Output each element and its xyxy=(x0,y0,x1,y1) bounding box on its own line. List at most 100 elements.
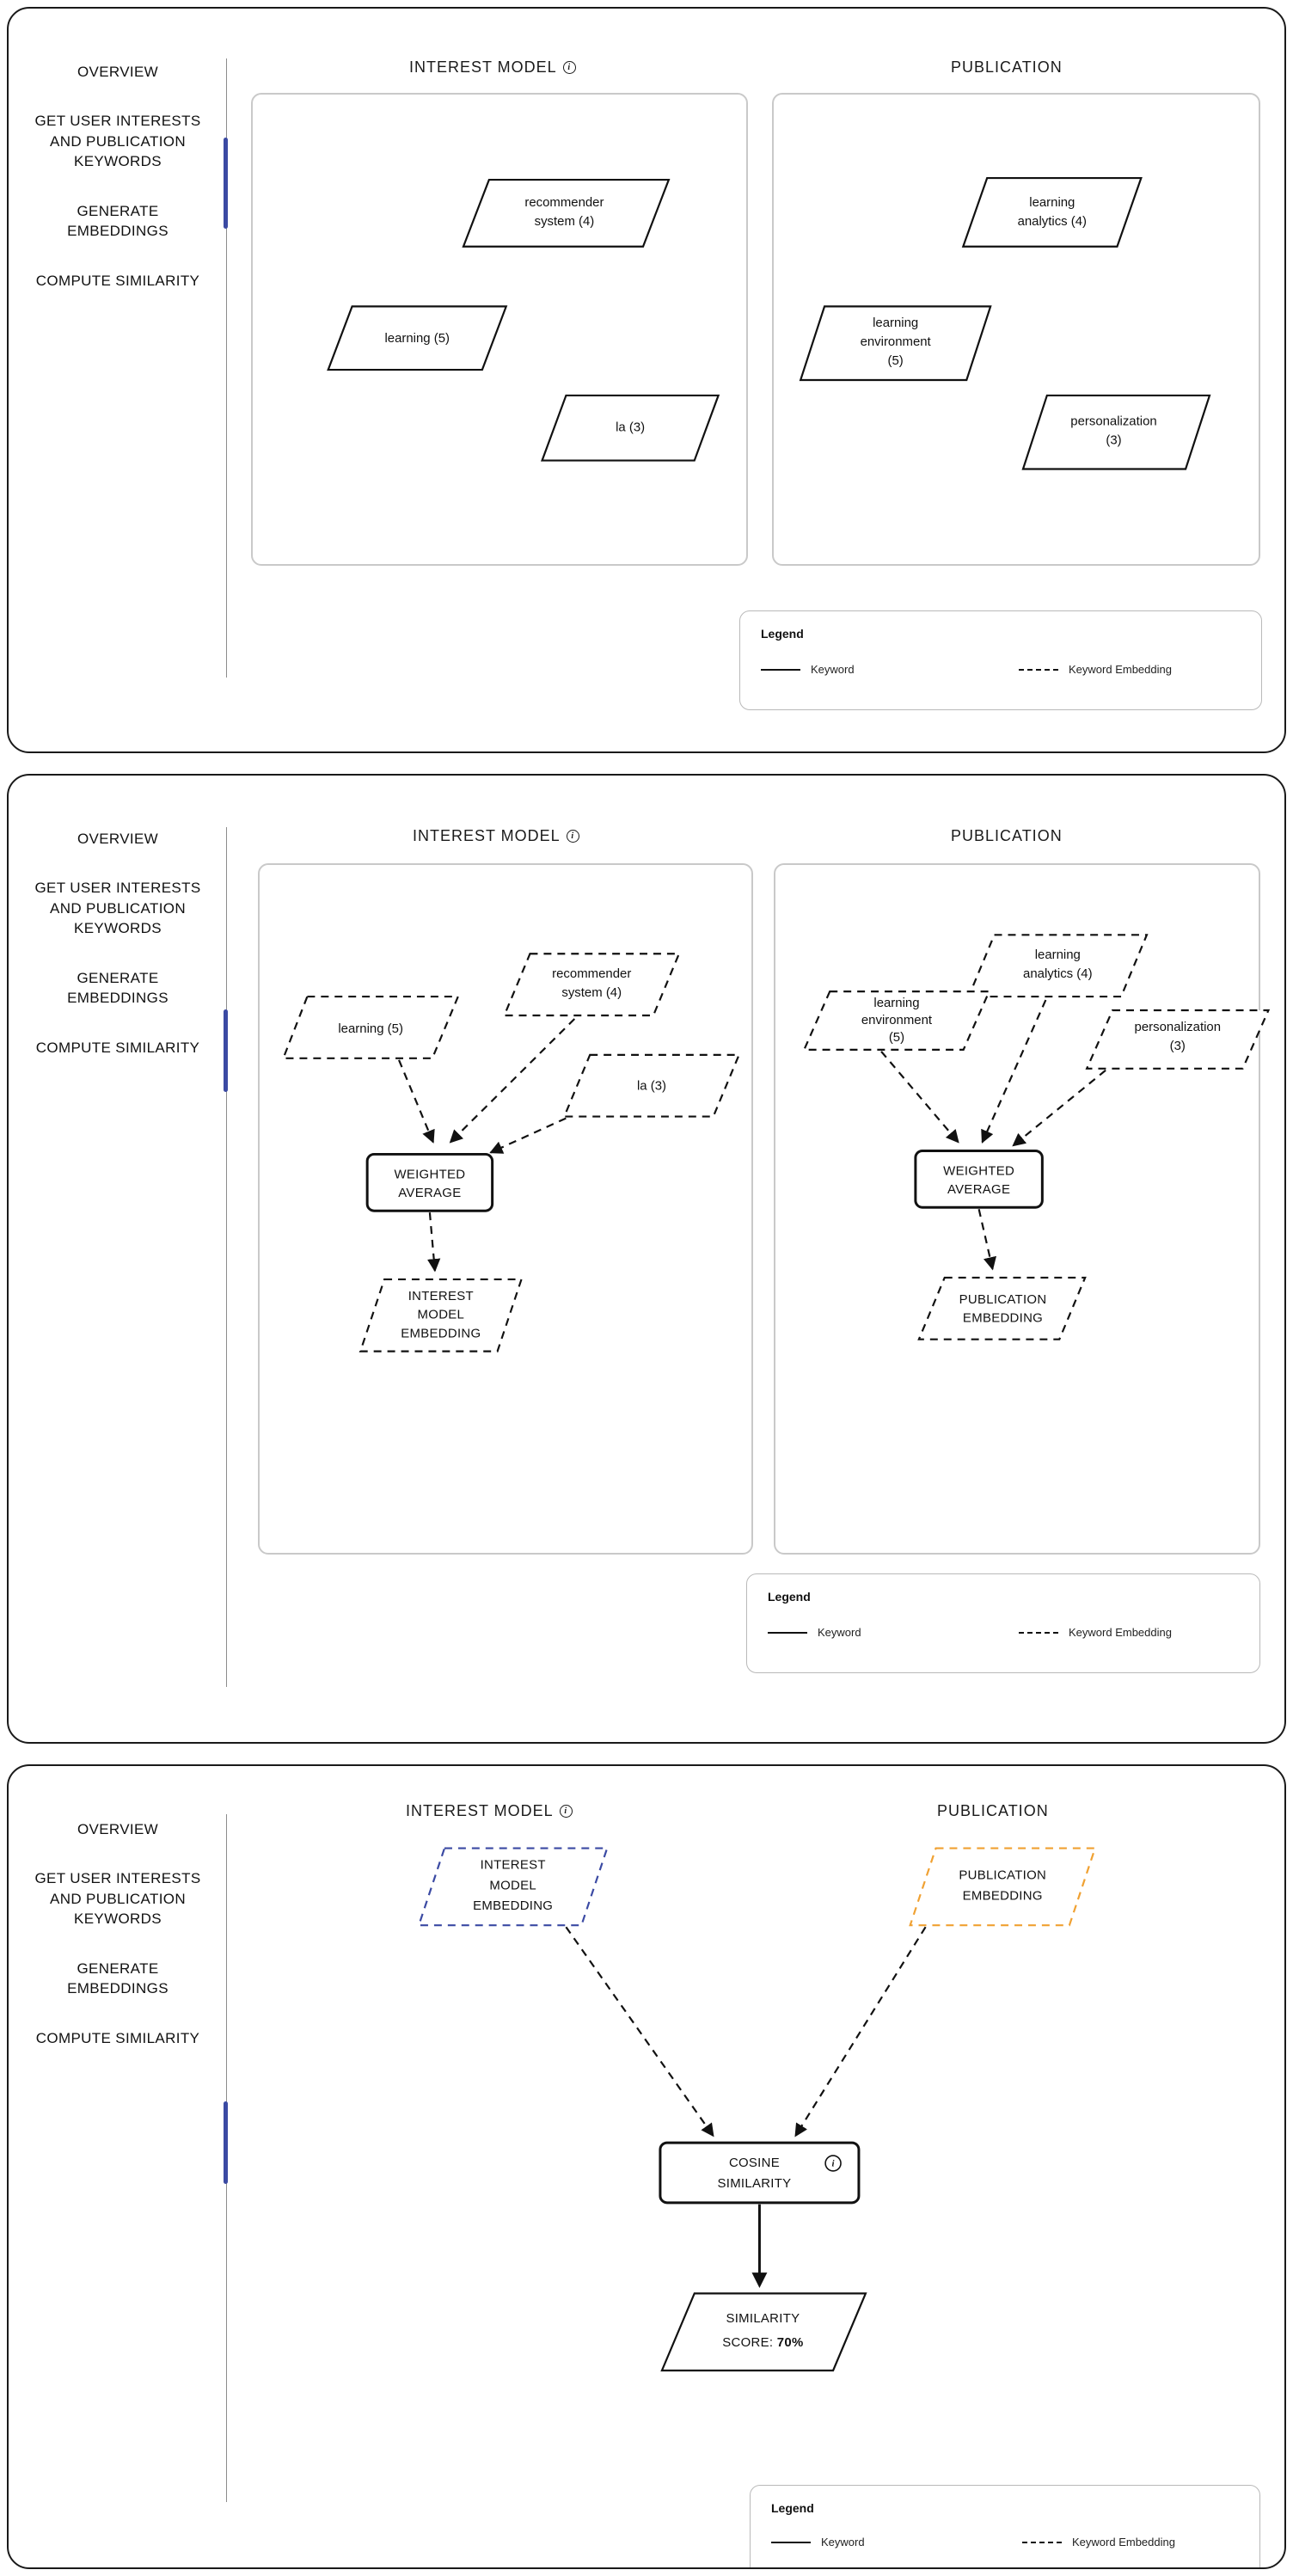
sidebar-item-generate-embeddings[interactable]: GENERATE EMBEDDINGS xyxy=(67,202,169,240)
keyword-label-line: (3) xyxy=(1106,433,1121,448)
embedding-node-publication[interactable]: PUBLICATION EMBEDDING xyxy=(909,1847,1097,1927)
diagram-canvas-3: INTEREST MODEL EMBEDDING PUBLICATION EMB… xyxy=(417,1847,1097,2372)
embedding-label-line: EMBEDDING xyxy=(963,1888,1043,1903)
process-node-cosine-similarity[interactable]: COSINE SIMILARITY i xyxy=(659,2141,861,2205)
info-icon[interactable]: i xyxy=(562,61,576,74)
dashed-line-swatch-icon xyxy=(1022,2541,1062,2543)
keyword-label-line: (3) xyxy=(1170,1039,1186,1053)
keyword-label-line: recommender xyxy=(524,195,604,210)
process-label-line: AVERAGE xyxy=(398,1186,461,1200)
process-node-weighted-average-interest[interactable]: WEIGHTED AVERAGE xyxy=(365,1152,494,1212)
publication-title: PUBLICATION xyxy=(951,58,1063,76)
keyword-label-line: analytics (4) xyxy=(1018,214,1087,229)
legend-entry-keyword-embedding: Keyword Embedding xyxy=(1019,663,1172,676)
result-node-similarity-score[interactable]: SIMILARITY SCORE: 70% xyxy=(660,2292,867,2372)
legend-label-keyword: Keyword xyxy=(818,1626,861,1639)
diagram-canvas-2: recommender system (4) learning (5) la (… xyxy=(281,934,1271,1352)
sidebar-item-compute-similarity[interactable]: COMPUTE SIMILARITY xyxy=(35,1039,200,1056)
sidebar-item-get-user-interests[interactable]: GET USER INTERESTS AND PUBLICATION KEYWO… xyxy=(34,1870,201,1928)
keyword-node-personalization[interactable]: personalization (3) xyxy=(1021,394,1211,470)
info-icon[interactable]: i xyxy=(559,1805,573,1818)
keyword-node-learning-environment[interactable]: learning environment (5) xyxy=(799,305,992,382)
legend-entry-keyword: Keyword xyxy=(768,1626,861,1639)
embedding-label-line: PUBLICATION xyxy=(959,1868,1046,1882)
keyword-label-line: la (3) xyxy=(616,420,645,435)
keyword-label-line: learning (5) xyxy=(338,1021,403,1036)
keyword-node-learning[interactable]: learning (5) xyxy=(327,305,508,371)
solid-line-swatch-icon xyxy=(771,2541,811,2543)
legend-box: Legend Keyword Keyword Embedding xyxy=(750,2485,1260,2567)
legend-entry-keyword-embedding: Keyword Embedding xyxy=(1022,2536,1175,2548)
embedding-label-line: EMBEDDING xyxy=(473,1898,553,1913)
output-label-line: INTEREST xyxy=(408,1289,474,1303)
legend-title: Legend xyxy=(761,627,804,641)
sidebar-item-generate-embeddings[interactable]: GENERATE EMBEDDINGS xyxy=(67,969,169,1007)
sidebar-item-overview[interactable]: OVERVIEW xyxy=(77,831,159,847)
legend-entry-keyword: Keyword xyxy=(761,663,855,676)
step-card-generate-embeddings: OVERVIEW GET USER INTERESTS AND PUBLICAT… xyxy=(7,774,1286,1744)
keyword-label-line: (5) xyxy=(888,353,904,368)
process-label-line: COSINE xyxy=(729,2156,780,2170)
keyword-node-recommender-system[interactable]: recommender system (4) xyxy=(502,953,681,1017)
embedding-node-interest-model[interactable]: INTEREST MODEL EMBEDDING xyxy=(417,1847,609,1927)
keyword-node-recommender-system[interactable]: recommender system (4) xyxy=(462,178,671,248)
output-node-interest-model-embedding[interactable]: INTEREST MODEL EMBEDDING xyxy=(358,1278,524,1352)
legend-label-keyword-embedding: Keyword Embedding xyxy=(1069,1626,1172,1639)
legend-box: Legend Keyword Keyword Embedding xyxy=(746,1573,1260,1673)
keyword-label-line: environment xyxy=(861,334,932,349)
sidebar-active-indicator xyxy=(224,2101,228,2184)
column-header-publication: PUBLICATION xyxy=(951,58,1063,77)
sidebar-item-overview[interactable]: OVERVIEW xyxy=(77,64,159,80)
legend-label-keyword-embedding: Keyword Embedding xyxy=(1069,663,1172,676)
sidebar-divider xyxy=(226,58,227,678)
keyword-node-la[interactable]: la (3) xyxy=(562,1053,741,1118)
process-label-line: WEIGHTED xyxy=(394,1167,465,1181)
column-header-interest-model: INTEREST MODEL i xyxy=(409,58,576,77)
keyword-node-la[interactable]: la (3) xyxy=(540,394,720,462)
keyword-node-learning-analytics[interactable]: learning analytics (4) xyxy=(961,176,1143,248)
sidebar-item-compute-similarity[interactable]: COMPUTE SIMILARITY xyxy=(35,272,200,289)
info-icon[interactable]: i xyxy=(824,2155,842,2172)
output-node-publication-embedding[interactable]: PUBLICATION EMBEDDING xyxy=(917,1276,1087,1340)
process-label-line: WEIGHTED xyxy=(943,1163,1014,1178)
dashed-line-swatch-icon xyxy=(1019,668,1058,671)
sidebar-item-overview[interactable]: OVERVIEW xyxy=(77,1821,159,1837)
sidebar-active-indicator xyxy=(224,138,228,229)
legend-title: Legend xyxy=(768,1590,811,1604)
step-card-compute-similarity: OVERVIEW GET USER INTERESTS AND PUBLICAT… xyxy=(7,1764,1286,2569)
sidebar-item-get-user-interests[interactable]: GET USER INTERESTS AND PUBLICATION KEYWO… xyxy=(34,113,201,170)
step-card-overview-keywords: OVERVIEW GET USER INTERESTS AND PUBLICAT… xyxy=(7,7,1286,753)
sidebar-item-get-user-interests[interactable]: GET USER INTERESTS AND PUBLICATION KEYWO… xyxy=(34,880,201,937)
keyword-label-line: learning xyxy=(1029,195,1075,210)
interest-model-panel xyxy=(258,863,753,1555)
keyword-label-line: personalization xyxy=(1070,414,1156,429)
output-label-line: PUBLICATION xyxy=(959,1292,1047,1307)
sidebar: OVERVIEW GET USER INTERESTS AND PUBLICAT… xyxy=(9,776,228,1742)
column-header-publication: PUBLICATION xyxy=(951,827,1063,845)
keyword-label-line: analytics (4) xyxy=(1023,966,1093,981)
publication-title: PUBLICATION xyxy=(937,1802,1049,1819)
keyword-node-learning-environment[interactable]: learning environment (5) xyxy=(802,991,991,1051)
legend-label-keyword: Keyword xyxy=(821,2536,865,2548)
output-label-line: MODEL xyxy=(418,1308,465,1322)
sidebar-active-indicator xyxy=(224,1009,228,1092)
column-header-publication: PUBLICATION xyxy=(937,1802,1049,1820)
process-label-line: AVERAGE xyxy=(947,1182,1010,1197)
result-label-line: SIMILARITY xyxy=(726,2311,800,2326)
interest-model-title: INTEREST MODEL xyxy=(413,827,561,844)
sidebar-item-generate-embeddings[interactable]: GENERATE EMBEDDINGS xyxy=(67,1960,169,1997)
keyword-node-learning[interactable]: learning (5) xyxy=(281,995,460,1059)
sidebar-item-compute-similarity[interactable]: COMPUTE SIMILARITY xyxy=(35,2029,200,2046)
keyword-node-personalization[interactable]: personalization (3) xyxy=(1085,1009,1271,1070)
keyword-label-line: learning xyxy=(873,316,918,330)
process-node-weighted-average-publication[interactable]: WEIGHTED AVERAGE xyxy=(914,1149,1044,1209)
legend-label-keyword: Keyword xyxy=(811,663,855,676)
sidebar: OVERVIEW GET USER INTERESTS AND PUBLICAT… xyxy=(9,9,228,751)
info-icon[interactable]: i xyxy=(566,830,579,843)
keyword-node-learning-analytics[interactable]: learning analytics (4) xyxy=(967,934,1149,998)
result-score-line: SCORE: 70% xyxy=(722,2335,803,2350)
solid-line-swatch-icon xyxy=(761,668,800,671)
result-score-prefix: SCORE: xyxy=(722,2335,776,2350)
interest-model-title: INTEREST MODEL xyxy=(406,1802,554,1819)
